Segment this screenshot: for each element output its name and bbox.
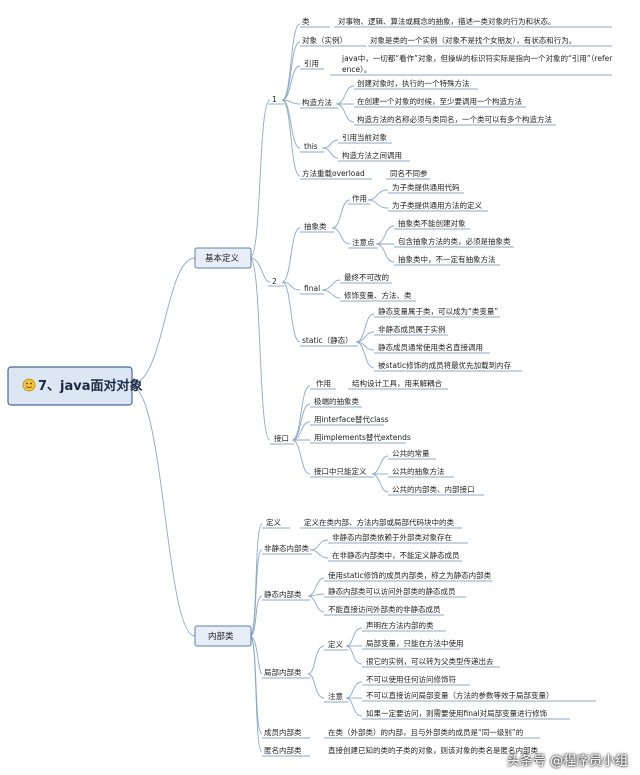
smiley-icon bbox=[22, 378, 36, 392]
node-abstract[interactable]: 抽象类 bbox=[304, 221, 327, 231]
branch-inner-label: 内部类 bbox=[208, 631, 234, 642]
section-inner: 定义 定义在类内部、方法内部或局部代码块中的类 非静态内部类 非静态内部类依赖于… bbox=[262, 517, 596, 757]
constructor-item: 创建对象时，执行的一个特殊方法 bbox=[357, 78, 470, 88]
root-title: 7、java面对对象 bbox=[38, 378, 143, 394]
node-reference-def-1: java中，一切都“看作”对象，但操纵的标识符实际是指向一个对象的“引用”（re… bbox=[341, 53, 613, 63]
node-class-def: 对事物、逻辑、算法或概念的抽象，描述一类对象的行为和状态。 bbox=[338, 16, 556, 26]
node-reference-def-2: ence）。 bbox=[342, 65, 371, 74]
connector-lines bbox=[129, 23, 395, 753]
node-overload[interactable]: 方法重载overload bbox=[302, 168, 365, 178]
section-2: 2 抽象类 作用 为子类提供通用代码 为子类提供通用方法的定义 注意点 抽象类不… bbox=[268, 182, 522, 372]
inner-local[interactable]: 局部内部类 bbox=[264, 667, 302, 677]
inner-static[interactable]: 静态内部类 bbox=[264, 589, 302, 599]
inner-member[interactable]: 成员内部类 bbox=[264, 727, 302, 737]
final-item: 修饰变量、方法、类 bbox=[344, 290, 412, 300]
nonstatic-item: 在非静态内部类中，不能定义静态成员 bbox=[332, 550, 460, 560]
interface-defs[interactable]: 接口中只能定义 bbox=[314, 466, 367, 476]
abstract-use-item: 为子类提供通用代码 bbox=[392, 182, 460, 192]
node-object-def: 对象是类的一个实例（对象不是找个女朋友），有状态和行为。 bbox=[370, 35, 576, 45]
nonstatic-item: 非静态内部类依赖于外部类对象存在 bbox=[332, 532, 452, 542]
section-1: 1 类 对事物、逻辑、算法或概念的抽象，描述一类对象的行为和状态。 对象（实例）… bbox=[268, 16, 613, 180]
abstract-note-item: 包含抽象方法的类，必须是抽象类 bbox=[398, 236, 511, 246]
local-def-item: 声明在方法内部的类 bbox=[366, 620, 434, 630]
node-final[interactable]: final bbox=[304, 284, 320, 293]
interface-item: 极端的抽象类 bbox=[314, 396, 359, 406]
section-interface: 接口 作用 结构设计工具，用来解耦合 极端的抽象类 用interface替代cl… bbox=[270, 378, 484, 496]
inner-nonstatic[interactable]: 非静态内部类 bbox=[264, 543, 309, 553]
static-item: 静态变量属于类，可以成为“类变量” bbox=[378, 306, 498, 316]
local-note[interactable]: 注意 bbox=[328, 691, 343, 701]
constructor-item: 构造方法的名称必须与类同名，一个类可以有多个构造方法 bbox=[357, 114, 552, 124]
this-item: 构造方法之间调用 bbox=[342, 150, 402, 160]
static-item: 被static修饰的成员将最优先加载到内存 bbox=[378, 360, 512, 370]
abstract-note-item: 抽象类中，不一定有抽象方法 bbox=[398, 254, 496, 264]
watermark: 头条号 @程序员小组 bbox=[506, 754, 628, 769]
static-item: 非静态成员属于实例 bbox=[378, 324, 446, 334]
constructor-item: 在创建一个对象的时候，至少要调用一个构造方法 bbox=[357, 96, 522, 106]
node-constructor[interactable]: 构造方法 bbox=[302, 97, 332, 107]
section-2-label: 2 bbox=[272, 277, 277, 286]
interface-def-item: 公共的内部类、内部接口 bbox=[392, 484, 475, 494]
inner-static-item: 不能直接访问外部类的非静态成员 bbox=[328, 604, 441, 614]
interface-def-item: 公共的抽象方法 bbox=[392, 466, 445, 476]
overload-def: 同名不同参 bbox=[390, 168, 428, 178]
node-object[interactable]: 对象（实例） bbox=[302, 35, 347, 45]
abstract-note[interactable]: 注意点 bbox=[352, 237, 375, 247]
static-item: 静态成员通常使用类名直接调用 bbox=[378, 342, 483, 352]
abstract-note-item: 抽象类不能创建对象 bbox=[398, 218, 466, 228]
local-note-item: 不可以直接访问局部变量（方法的参数等效于局部变量） bbox=[366, 690, 554, 700]
inner-static-item: 使用static修饰的成员内部类，称之为静态内部类 bbox=[328, 570, 492, 580]
section-1-label: 1 bbox=[272, 95, 277, 104]
local-def-item: 局部变量，只能在方法中使用 bbox=[366, 638, 464, 648]
abstract-use[interactable]: 作用 bbox=[352, 193, 367, 203]
this-item: 引用当前对象 bbox=[342, 132, 387, 142]
final-item: 最终不可改的 bbox=[344, 272, 389, 282]
member-def: 在类（外部类）的内部，且与外部类的成员是“同一级别”的 bbox=[328, 727, 523, 737]
anonymous-def: 直接创建已知的类的子类的对象，则该对象的类名是匿名内部类 bbox=[328, 745, 538, 755]
inner-anonymous[interactable]: 匿名内部类 bbox=[264, 745, 302, 755]
interface-item: 用interface替代class bbox=[314, 414, 389, 424]
local-note-item: 不可以使用任何访问修饰符 bbox=[366, 674, 456, 684]
local-def[interactable]: 定义 bbox=[328, 639, 343, 649]
inner-def-text: 定义在类内部、方法内部或局部代码块中的类 bbox=[304, 517, 454, 527]
branch-basic[interactable]: 基本定义 bbox=[194, 247, 252, 269]
node-class[interactable]: 类 bbox=[302, 16, 310, 26]
abstract-use-item: 为子类提供通用方法的定义 bbox=[392, 200, 482, 210]
local-def-item: 很它的实例，可以转为父类型传递出去 bbox=[366, 656, 494, 666]
branch-inner[interactable]: 内部类 bbox=[194, 625, 252, 647]
interface-def-item: 公共的常量 bbox=[392, 448, 430, 458]
inner-def[interactable]: 定义 bbox=[266, 517, 281, 527]
root-node[interactable]: 7、java面对对象 bbox=[7, 366, 143, 406]
interface-use[interactable]: 作用 bbox=[316, 378, 331, 388]
inner-static-item: 静态内部类可以访问外部类的静态成员 bbox=[328, 586, 456, 596]
node-static[interactable]: static（静态） bbox=[302, 335, 353, 345]
branch-basic-label: 基本定义 bbox=[205, 253, 240, 264]
node-this[interactable]: this bbox=[304, 142, 318, 151]
node-interface[interactable]: 接口 bbox=[274, 433, 289, 443]
node-reference[interactable]: 引用 bbox=[304, 59, 319, 68]
local-note-item: 如果一定要访问，则需要使用final对局部变量进行修饰 bbox=[366, 708, 548, 718]
interface-use-def: 结构设计工具，用来解耦合 bbox=[352, 378, 442, 388]
interface-item: 用implements替代extends bbox=[314, 432, 411, 442]
